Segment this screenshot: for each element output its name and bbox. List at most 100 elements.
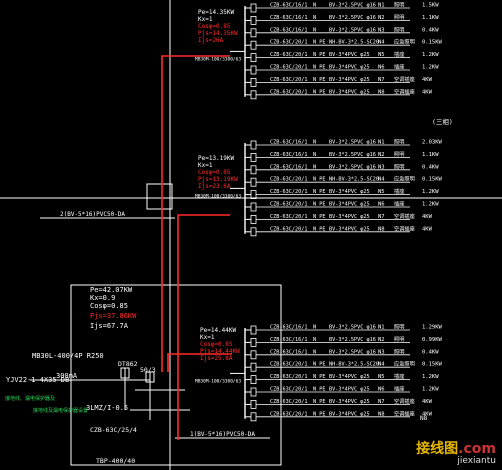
breaker-symbol: [250, 3, 257, 13]
circuit-load: 照明: [394, 2, 404, 9]
circuit-pole-label: N PE: [313, 226, 326, 232]
circuit-load: 应急照明: [394, 360, 415, 368]
circuit-pole-label: N: [313, 164, 316, 170]
circuit-pole-label: N PE: [313, 89, 326, 95]
circuit-power: 0.99KW: [422, 337, 443, 343]
panel-busbar-label: MB30M-100/3300/63: [195, 193, 241, 199]
circuit-load: 空调插座: [394, 397, 415, 405]
note-1: 接地线、漏电保护器及: [5, 395, 55, 402]
circuit-pole-label: N: [313, 152, 316, 158]
circuit-id: N4: [378, 177, 385, 183]
circuit-load: 照明: [394, 26, 404, 33]
circuit-power: 2.03KW: [422, 140, 443, 146]
breaker-symbol: [250, 412, 257, 422]
circuit-load: 空调插座: [394, 224, 415, 232]
circuit-cable-label: NH-BV-3*2.5-SC20: [329, 362, 379, 368]
circuit-pole-label: N PE: [313, 362, 326, 368]
circuit-power: 0.4KW: [422, 349, 439, 355]
circuit-power: 1.5KW: [422, 3, 439, 9]
breaker-symbol: [250, 190, 257, 200]
circuit-id: N4: [378, 362, 385, 368]
mains-summary: Pe=42.07KWKx=0.9Cosφ=0.85Pjs=37.86KWIjs=…: [90, 286, 137, 330]
circuit-load: 空调插座: [394, 75, 415, 83]
circuit-id: N8: [378, 226, 385, 232]
circuit-power: 1.1KW: [422, 15, 439, 21]
panel-summary-line: Kx=1: [198, 162, 213, 169]
circuit-cable-label: BV-3*2.5PVC φ16: [329, 349, 376, 355]
circuit-load: 照明: [394, 163, 404, 170]
panel-summary-line: Cosφ=0.85: [198, 169, 231, 176]
mains-pjs: Pjs=37.86KW: [90, 312, 137, 320]
breaker-symbol: [250, 362, 257, 372]
circuit-id: N2: [378, 337, 385, 343]
circuit-cable-label: BV-3*4PVC φ25: [329, 202, 370, 208]
circuit-cable-label: BV-3*4PVC φ25: [329, 77, 370, 83]
circuit-pole-label: N PE: [313, 214, 326, 220]
breaker-symbol: [250, 227, 257, 237]
panel-summary-line: Pe=14.35KW: [198, 9, 235, 16]
circuit-breaker-label: CZB-63C/16/1: [270, 325, 307, 331]
circuit-breaker-label: CZB-63C/20/1: [270, 177, 307, 183]
circuit-pole-label: N: [313, 325, 316, 331]
crossing-box: [146, 183, 173, 210]
circuit-cable-label: BV-3*2.5PVC φ16: [329, 337, 376, 343]
circuit-load: 插座: [394, 200, 404, 208]
circuit-breaker-label: CZB-63C/20/1: [270, 65, 307, 71]
circuit-load: 照明: [394, 336, 404, 343]
circuit-power: 0.4KW: [422, 27, 439, 33]
circuit-breaker-label: CZB-63C/20/1: [270, 77, 307, 83]
circuit-power: 1.1KW: [422, 152, 439, 158]
circuit-pole-label: N PE: [313, 387, 326, 393]
circuit-load: 插座: [394, 187, 404, 195]
main-cable-label: YJV22-1-4X35-DB: [6, 376, 69, 384]
box-label: TBP-400/40: [96, 457, 135, 465]
circuit-id: N3: [378, 27, 385, 33]
circuit-power: 0.15KW: [422, 177, 443, 183]
circuit-id: N7: [378, 214, 385, 220]
circuit-id: N5: [378, 189, 385, 195]
circuit-breaker-label: CZB-63C/16/1: [270, 164, 307, 170]
breaker-symbol: [250, 165, 257, 175]
circuit-power: 0.15KW: [422, 362, 443, 368]
panel-summary-line: Kx=1: [200, 334, 215, 341]
panel-busbar-label: MB30M-100/3300/63: [195, 56, 241, 62]
panel-summary-line: Cosφ=0.85: [200, 341, 233, 348]
circuit-cable-label: BV-3*4PVC φ25: [329, 189, 370, 195]
circuit-pole-label: N PE: [313, 411, 326, 417]
breaker-symbol: [250, 15, 257, 25]
circuit-breaker-label: CZB-63C/20/1: [270, 399, 307, 405]
mains-pe: Pe=42.07KW: [90, 286, 133, 294]
circuit-id: N2: [378, 15, 385, 21]
circuit-power: 1.2KW: [422, 374, 439, 380]
circuit-id: N2: [378, 152, 385, 158]
panel-summary-line: Pe=13.19KW: [198, 155, 235, 162]
panel-summary-line: Cosφ=0.85: [198, 23, 231, 30]
circuit-pole-label: N PE: [313, 189, 326, 195]
circuit-id: N6: [378, 65, 385, 71]
circuit-cable-label: BV-3*2.5PVC φ16: [329, 15, 376, 21]
labels-layer: Pe=42.07KWKx=0.9Cosφ=0.85Pjs=37.86KWIjs=…: [5, 117, 453, 465]
circuit-id: N8: [378, 89, 385, 95]
circuit-load: 照明: [394, 348, 404, 355]
circuit-load: 插座: [394, 63, 404, 71]
circuit-power: 1.2KW: [422, 52, 439, 58]
circuit-breaker-label: CZB-63C/16/1: [270, 152, 307, 158]
circuit-load: 空调插座: [394, 409, 415, 417]
circuit-pole-label: N PE: [313, 52, 326, 58]
circuit-breaker-label: CZB-63C/20/1: [270, 387, 307, 393]
circuit-pole-label: N: [313, 15, 316, 21]
phase-note: (三相): [432, 117, 453, 126]
circuit-cable-label: BV-3*2.5PVC φ16: [329, 140, 376, 146]
breaker-symbol: [250, 214, 257, 224]
circuit-power: 0.4KW: [422, 164, 439, 170]
